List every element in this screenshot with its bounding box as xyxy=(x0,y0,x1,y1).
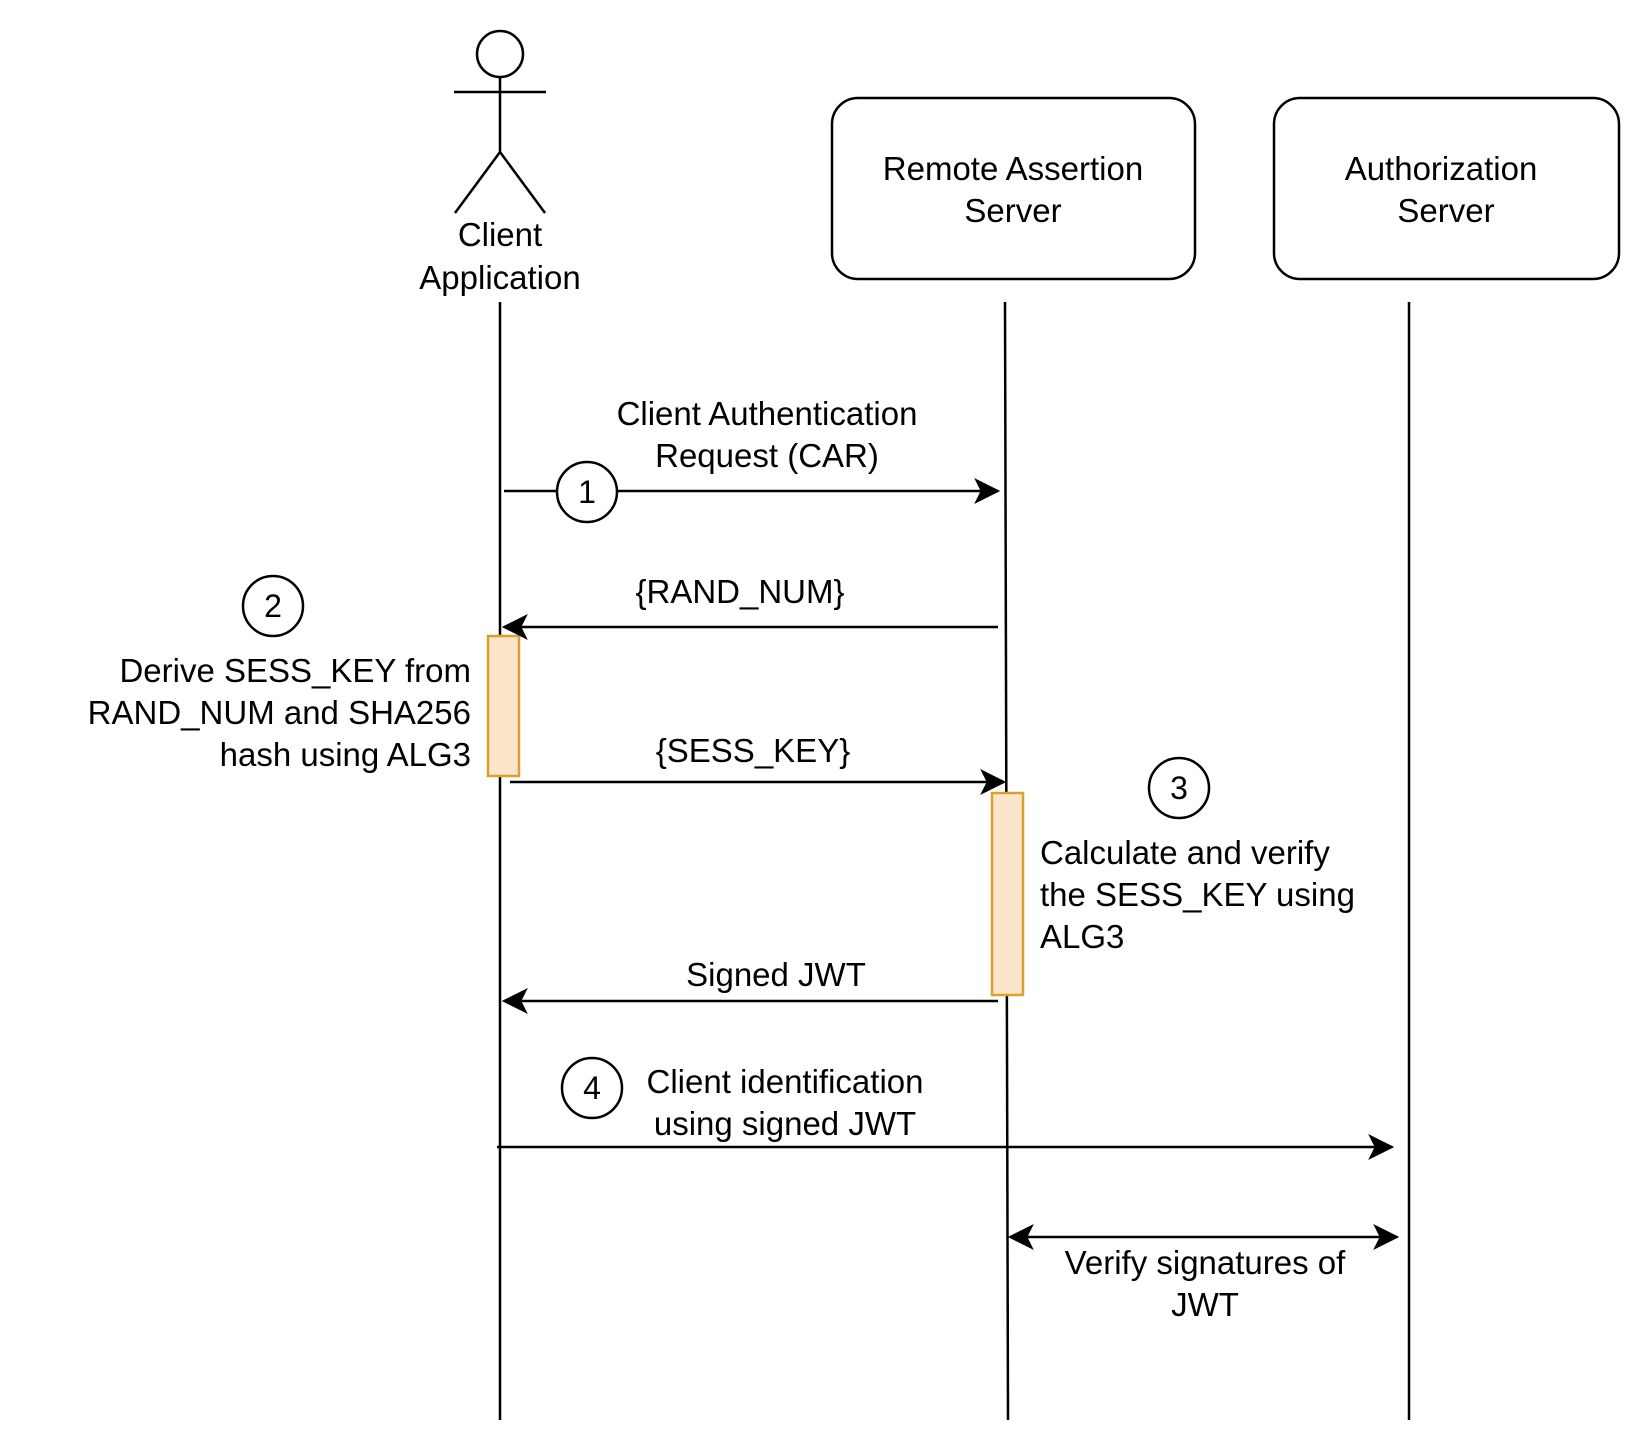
step-2-number: 2 xyxy=(264,588,282,624)
derive-note-line2: RAND_NUM and SHA256 xyxy=(88,694,471,731)
authorization-server-label-line1: Authorization xyxy=(1345,150,1538,187)
client-identification-label-line1: Client identification xyxy=(647,1063,924,1100)
sess-key-message-label: {SESS_KEY} xyxy=(656,732,850,769)
remote-assertion-server-box xyxy=(830,96,1197,281)
verify-signatures-label-line2: JWT xyxy=(1171,1286,1239,1323)
client-actor-icon xyxy=(453,29,547,214)
authorization-server-label-line2: Server xyxy=(1397,192,1494,229)
calculate-note-line3: ALG3 xyxy=(1040,918,1124,955)
step-1-number: 1 xyxy=(578,474,596,510)
remote-assertion-server-label-line2: Server xyxy=(964,192,1061,229)
calculate-note-line2: the SESS_KEY using xyxy=(1040,876,1355,913)
step-3-badge xyxy=(1147,756,1211,820)
client-activation-bar xyxy=(486,634,521,778)
car-message-label-line1: Client Authentication xyxy=(617,395,918,432)
step-2-badge xyxy=(241,574,305,638)
ras-activation-bar xyxy=(990,791,1025,997)
derive-note-line1: Derive SESS_KEY from xyxy=(119,652,471,689)
step-1-badge xyxy=(555,460,619,524)
remote-assertion-server-label-line1: Remote Assertion xyxy=(883,150,1143,187)
authorization-server-box xyxy=(1272,96,1621,281)
calculate-note-line1: Calculate and verify xyxy=(1040,834,1330,871)
signed-jwt-message-label: Signed JWT xyxy=(686,956,866,993)
verify-signatures-label-line1: Verify signatures of xyxy=(1065,1244,1346,1281)
client-identification-label-line2: using signed JWT xyxy=(654,1105,916,1142)
step-4-badge xyxy=(560,1056,624,1120)
derive-note-line3: hash using ALG3 xyxy=(220,736,471,773)
step-4-number: 4 xyxy=(583,1070,601,1106)
rand-num-message-label: {RAND_NUM} xyxy=(635,573,844,610)
step-3-number: 3 xyxy=(1170,770,1188,806)
car-message-label-line2: Request (CAR) xyxy=(655,437,879,474)
client-application-label-line1: Client xyxy=(458,216,542,253)
client-application-label-line2: Application xyxy=(419,259,580,296)
